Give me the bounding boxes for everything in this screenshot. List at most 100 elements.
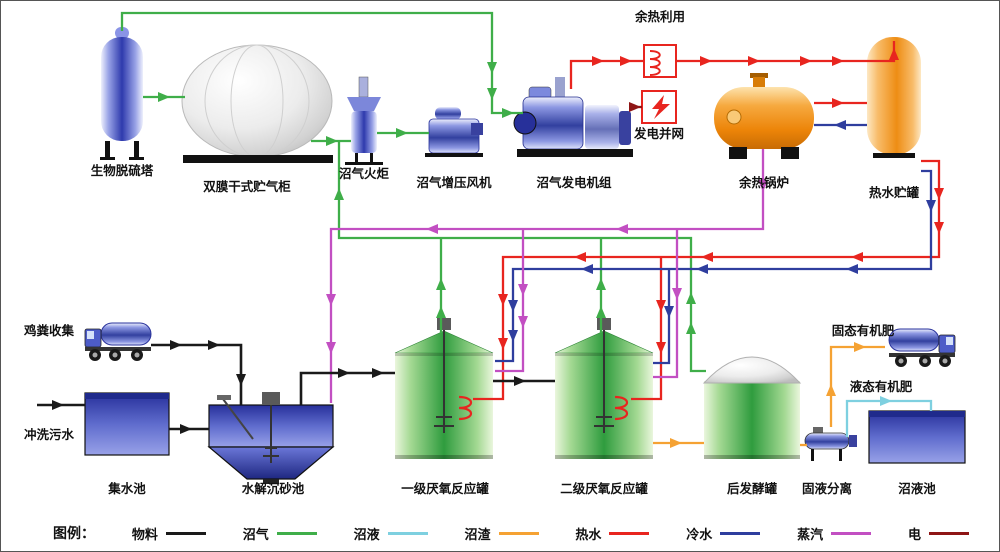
pipe-hot [473, 159, 941, 401]
flow-arrow-hot [832, 98, 844, 108]
flow-arrow-hot [498, 294, 508, 306]
pipe-cold [653, 269, 671, 365]
flow-arrow-material [372, 368, 384, 378]
legend-line-hot-water [609, 531, 650, 535]
flow-arrow-biogas [502, 108, 514, 118]
legend-line-biogas [276, 531, 317, 535]
flow-arrow-hot [656, 300, 666, 312]
label-manure-collection: 鸡粪收集 [23, 323, 75, 338]
legend-line-cold-water [720, 531, 761, 535]
label-booster-fan: 沼气增压风机 [416, 175, 492, 190]
legend-line-material [165, 531, 206, 535]
flow-arrow-steam [672, 288, 682, 300]
label-desulfurization-tower: 生物脱硫塔 [91, 163, 154, 178]
pipe-steam [653, 229, 679, 379]
flow-arrow-biogas [158, 92, 170, 102]
flow-arrow-material [208, 340, 220, 350]
label-hydrolysis-pool: 水解沉砂池 [242, 481, 305, 496]
flow-arrow-cold [696, 264, 708, 274]
label-solid-liquid-sep: 固液分离 [802, 481, 852, 496]
legend-item-slurry: 沼液 [354, 524, 428, 543]
flow-arrow-hot [934, 188, 944, 200]
flow-arrow-steam [326, 294, 336, 306]
flow-arrow-cold [508, 300, 518, 312]
pipe-hot [851, 41, 896, 63]
generator-set [513, 77, 633, 157]
flow-arrow-cold [846, 264, 858, 274]
flow-arrow-biogas [686, 322, 696, 334]
flow-arrow-hot [656, 342, 666, 354]
label-solid-fertilizer: 固态有机肥 [832, 323, 895, 338]
flow-arrow-hot [748, 56, 760, 66]
flow-arrow-hot [700, 56, 712, 66]
label-grid-connection: 发电并网 [633, 126, 684, 141]
flow-arrow-material [236, 374, 246, 386]
slurry-pool [868, 410, 966, 464]
booster-fan [425, 107, 483, 157]
flow-arrow-cold [926, 200, 936, 212]
waste-heat-boiler [714, 73, 814, 159]
pipe-biogas [337, 141, 706, 373]
flow-arrow-biogas [596, 278, 606, 290]
label-collection-pool: 集水池 [107, 481, 146, 496]
flow-arrow-biogas [436, 306, 446, 318]
legend-item-biogas: 沼气 [243, 524, 317, 543]
labels: 生物脱硫塔 双膜干式贮气柜 沼气火炬 沼气增压风机 沼气发电机组 发电并网 余热… [23, 9, 936, 496]
label-heat-recovery: 余热利用 [634, 9, 685, 24]
flow-arrow-material [180, 424, 192, 434]
flow-arrow-biogas [487, 88, 497, 100]
pipe-material [299, 371, 395, 405]
flow-arrow-electric [629, 102, 641, 112]
flow-arrow-biogas [436, 278, 446, 290]
label-generator-set: 沼气发电机组 [536, 175, 612, 190]
flow-arrow-cold [581, 264, 593, 274]
pipe-residue [829, 345, 885, 427]
flow-arrow-hot [889, 48, 899, 60]
legend-item-steam: 蒸汽 [797, 524, 872, 543]
label-waste-heat-boiler: 余热锅炉 [738, 175, 789, 190]
anaerobic-reactor-2 [554, 318, 654, 459]
flow-arrow-biogas [334, 188, 344, 200]
flow-arrow-biogas [686, 292, 696, 304]
pipe-hot [569, 59, 644, 89]
desulfurization-tower [100, 27, 144, 160]
flow-arrow-hot [620, 56, 632, 66]
flow-arrow-steam [758, 180, 768, 192]
legend-item-electric: 电 [908, 524, 969, 543]
label-flush-sewage: 冲洗污水 [24, 427, 75, 442]
flow-arrow-steam [326, 342, 336, 354]
fertilizer-truck [888, 328, 956, 367]
legend-item-hot-water: 热水 [575, 524, 650, 543]
lightning-icon [652, 95, 670, 119]
label-hot-water-tank: 热水贮罐 [869, 185, 920, 200]
biogas-flare [345, 76, 383, 165]
legend-item-material: 物料 [132, 524, 206, 543]
label-gas-storage-dome: 双膜干式贮气柜 [202, 179, 291, 194]
flow-arrow-cold [508, 330, 518, 342]
post-fermenter [702, 356, 802, 459]
flow-arrow-hot [851, 252, 863, 262]
grid-connection-box [641, 90, 677, 124]
flow-arrow-residue [670, 438, 682, 448]
flow-arrow-biogas [487, 62, 497, 74]
flow-arrow-slurry [880, 396, 892, 406]
label-reactor-2: 二级厌氧反应罐 [560, 481, 648, 496]
flow-arrow-hot [701, 252, 713, 262]
manure-truck [84, 322, 152, 361]
flow-arrow-biogas [596, 306, 606, 318]
flow-arrow-hot [800, 56, 812, 66]
label-post-fermenter: 后发酵罐 [727, 481, 778, 496]
flow-arrow-steam [518, 284, 528, 296]
label-biogas-flare: 沼气火炬 [339, 166, 390, 181]
pipe-cold [495, 169, 933, 363]
flow-arrow-material [170, 340, 182, 350]
flow-arrow-material [514, 376, 526, 386]
coil-icon [649, 50, 661, 76]
heating-coil-icon [614, 395, 629, 421]
legend-item-cold-water: 冷水 [686, 524, 761, 543]
legend-line-residue [498, 531, 539, 535]
label-liquid-fertilizer: 液态有机肥 [850, 379, 913, 394]
legend-title: 图例： [53, 525, 95, 541]
label-slurry-pool: 沼液池 [898, 481, 936, 496]
